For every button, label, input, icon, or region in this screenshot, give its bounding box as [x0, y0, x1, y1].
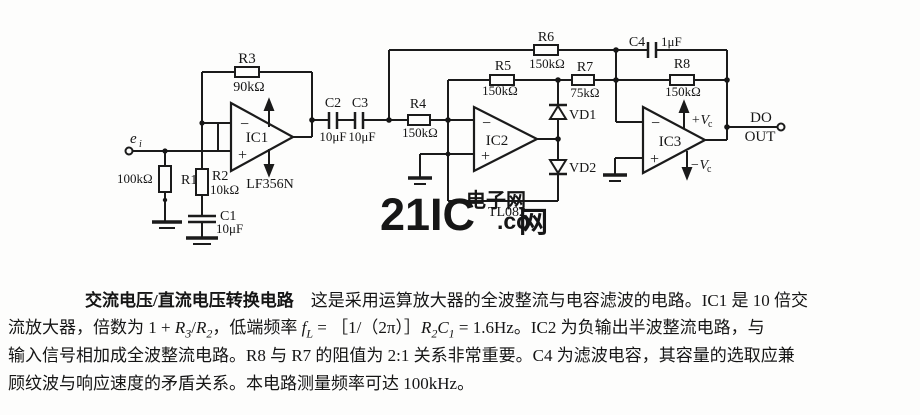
ic3-vminus-arrow-icon	[681, 151, 693, 181]
r8-label: R8	[674, 57, 690, 72]
watermark-brand: 21IC	[380, 189, 475, 240]
caption-line-3: 输入信号相加成全波整流电路。R8 与 R7 的阻值为 2:1 关系非常重要。C4…	[8, 346, 795, 365]
r2-value: 10kΩ	[210, 182, 239, 197]
c2-label: C2	[325, 96, 341, 111]
ground-ic3-icon	[603, 173, 627, 182]
capacitor-c4	[646, 42, 658, 58]
ic1-vplus-arrow-icon	[263, 97, 275, 127]
ic3-vplus-arrow-icon	[678, 99, 690, 129]
diode-vd2-icon	[548, 159, 568, 176]
ic1-vminus-arrow-icon	[263, 149, 275, 178]
ground-ic2-icon	[408, 176, 432, 185]
output-label-do: DO	[750, 110, 772, 126]
r6-label: R6	[538, 30, 554, 45]
resistor-r1	[158, 165, 172, 193]
r4-value: 150kΩ	[402, 125, 438, 140]
capacitor-c1	[188, 214, 216, 224]
ic2-part: TL082	[488, 205, 526, 220]
watermark-extra: 网	[519, 207, 548, 239]
watermark-cn: 电子网	[466, 189, 526, 212]
opamp-ic3	[641, 105, 708, 175]
ic3-label: IC3	[659, 134, 682, 150]
opamp-ic1	[229, 101, 296, 173]
c3-value: 10μF	[348, 129, 375, 144]
ground-r1-icon	[152, 220, 182, 229]
resistor-r7	[571, 74, 595, 86]
r7-value: 75kΩ	[570, 85, 599, 100]
ground-c1-icon	[186, 236, 218, 245]
junction-dots	[162, 47, 730, 203]
watermark: 电子网 21IC .co 网	[380, 189, 548, 240]
ic3-vplus-label: +V	[691, 113, 710, 128]
r4-label: R4	[410, 97, 426, 112]
watermark-suffix: .co	[497, 208, 530, 234]
ic2-plus: +	[481, 148, 490, 165]
c4-value: 1μF	[661, 34, 682, 49]
r8-value: 150kΩ	[665, 84, 701, 99]
input-label-sub: i	[139, 139, 142, 150]
r7-label: R7	[577, 60, 593, 75]
resistor-r6	[533, 44, 559, 56]
circuit-schematic: e i 100kΩ R1 R2 10kΩ C1 10μF R3 90kΩ IC1…	[117, 30, 786, 245]
ic1-minus: −	[240, 116, 249, 133]
r5-label: R5	[495, 59, 511, 74]
opamp-ic2	[472, 105, 540, 173]
ic3-vplus-sub: c	[708, 119, 713, 130]
ic3-plus: +	[650, 151, 659, 168]
r6-value: 150kΩ	[529, 56, 565, 71]
r1-label: R1	[181, 173, 197, 188]
r5-value: 150kΩ	[482, 83, 518, 98]
c1-label: C1	[220, 209, 236, 224]
diode-vd1-icon	[548, 103, 568, 120]
input-terminal	[124, 146, 134, 156]
ic1-plus: +	[238, 147, 247, 164]
resistor-r8	[669, 74, 695, 86]
r3-value: 90kΩ	[233, 80, 264, 95]
caption-line-4: 顾纹波与响应速度的矛盾关系。本电路测量频率可达 100kHz。	[8, 374, 475, 393]
output-label-out: OUT	[745, 129, 776, 145]
capacitor-c2	[327, 112, 339, 129]
ic3-vminus-label: −V	[690, 158, 709, 173]
c1-value: 10μF	[216, 221, 243, 236]
r1-value: 100kΩ	[117, 171, 153, 186]
ic3-vminus-sub: c	[707, 164, 712, 175]
c3-label: C3	[352, 96, 368, 111]
ic3-minus: −	[651, 115, 660, 132]
resistor-r2	[195, 168, 209, 196]
ic2-label: IC2	[486, 133, 509, 149]
input-label: e	[130, 131, 137, 147]
c4-label: C4	[629, 35, 645, 50]
r3-label: R3	[238, 51, 256, 67]
ic1-part: LF356N	[246, 177, 293, 192]
output-terminal	[776, 122, 786, 132]
caption-line-1: 交流电压/直流电压转换电路 这是采用运算放大器的全波整流与电容滤波的电路。IC1…	[85, 291, 808, 310]
r2-label: R2	[212, 169, 228, 184]
vd1-label: VD1	[569, 108, 596, 123]
vd2-label: VD2	[569, 161, 596, 176]
circuit-wires	[133, 49, 778, 238]
caption-title: 交流电压/直流电压转换电路	[85, 291, 294, 310]
resistor-r4	[407, 114, 431, 126]
resistor-r5	[489, 74, 515, 86]
c2-value: 10μF	[319, 129, 346, 144]
capacitor-c3	[353, 112, 365, 129]
ic1-label: IC1	[246, 130, 269, 146]
caption-line-2: 流放大器，倍数为 1 + R3/R2，低端频率 fL = ［1/（2π）］R2C…	[8, 318, 765, 341]
resistor-r3	[234, 66, 260, 78]
ic2-minus: −	[482, 115, 491, 132]
